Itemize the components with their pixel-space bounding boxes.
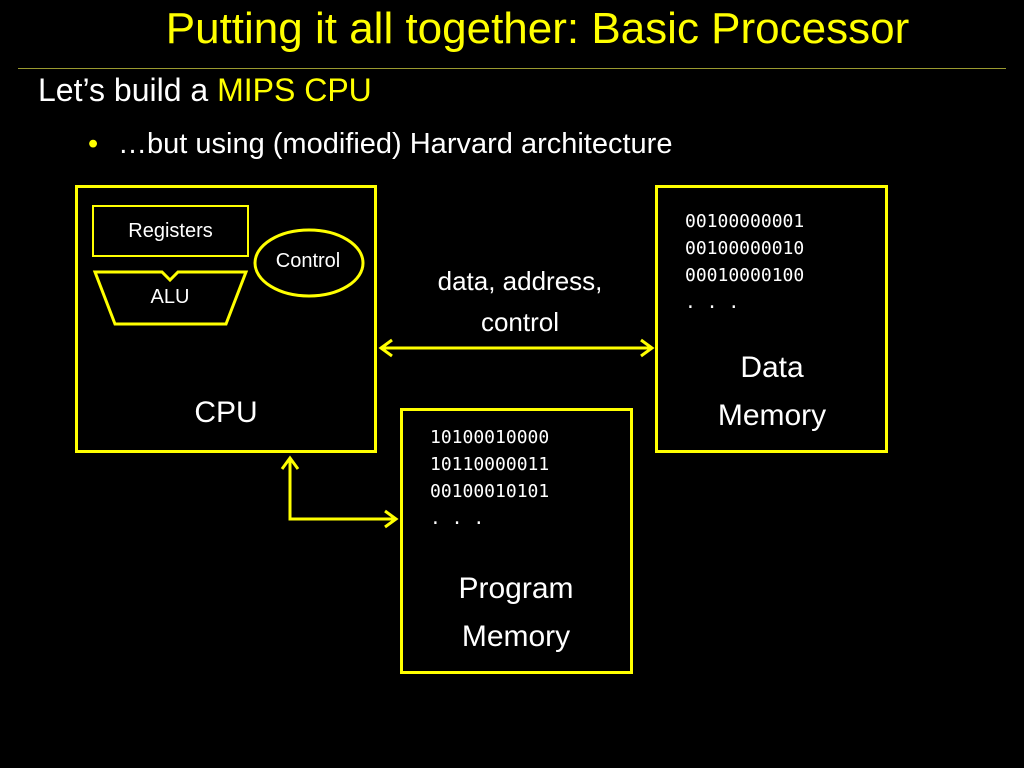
cpu-data-memory-arrow — [378, 338, 655, 358]
registers-box: Registers — [92, 205, 249, 257]
bullet-marker: • — [88, 128, 99, 160]
data-memory-line-2: 00100000010 — [685, 238, 805, 259]
registers-label: Registers — [128, 220, 213, 242]
bus-label-line2: control — [480, 307, 560, 337]
bullet-item: • …but using (modified) Harvard architect… — [88, 128, 672, 161]
program-memory-line-3: 00100010101 — [430, 481, 550, 502]
bus-label-line1: data, address, — [437, 266, 603, 296]
heading-accent: MIPS CPU — [217, 72, 372, 108]
cpu-program-memory-arrow — [280, 455, 399, 529]
alu-label: ALU — [150, 286, 190, 308]
program-memory-box — [400, 408, 633, 674]
heading: Let’s build a MIPS CPU — [38, 72, 372, 109]
cpu-label: CPU — [194, 396, 258, 429]
heading-prefix: Let’s build a — [38, 72, 218, 108]
data-memory-label-line2: Memory — [717, 399, 827, 432]
data-memory-ellipsis: . . . — [685, 292, 740, 313]
data-memory-line-1: 00100000001 — [685, 211, 805, 232]
cpu-box — [75, 185, 377, 453]
program-memory-label-line2: Memory — [461, 620, 571, 653]
data-memory-box — [655, 185, 888, 453]
program-memory-ellipsis: . . . — [430, 508, 485, 529]
data-memory-label-line1: Data — [740, 351, 804, 384]
slide-title: Putting it all together: Basic Processor — [165, 4, 910, 53]
program-memory-label-line1: Program — [458, 572, 574, 605]
program-memory-line-1: 10100010000 — [430, 427, 550, 448]
bullet-text: …but using (modified) Harvard architectu… — [118, 128, 673, 160]
program-memory-line-2: 10110000011 — [430, 454, 550, 475]
control-label: Control — [275, 250, 341, 272]
data-memory-line-3: 00010000100 — [685, 265, 805, 286]
title-divider — [18, 68, 1006, 69]
